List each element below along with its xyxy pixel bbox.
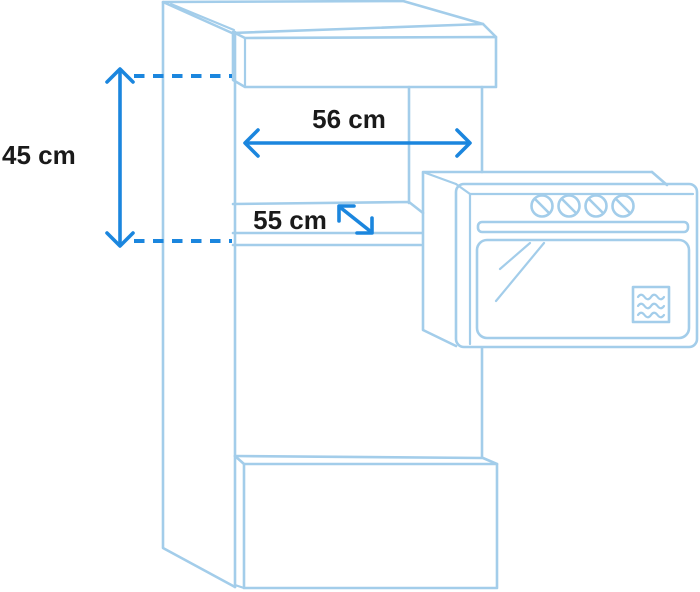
arrow-head-upleft-icon <box>337 204 356 223</box>
microwave-oven <box>421 170 699 349</box>
arrow-head-left-icon <box>243 128 260 158</box>
oven-frame-corner-bevel <box>454 182 472 196</box>
arrow-head-right-icon <box>455 128 472 158</box>
shelf-top-edge <box>231 200 425 215</box>
cabinet-outline <box>161 0 499 590</box>
oven-handle <box>476 220 690 234</box>
oven-knob-icon <box>557 194 581 218</box>
door-glass-reflection <box>498 241 532 271</box>
drawer-bottom-bevel <box>233 583 246 590</box>
height-dimension-label: 45 cm <box>2 140 76 170</box>
oven-door <box>475 238 691 340</box>
oven-knobs <box>530 194 635 218</box>
drawer-front-panel <box>242 462 499 590</box>
arrow-head-downright-icon <box>355 216 374 235</box>
door-glass-reflection <box>494 241 546 303</box>
cabinet-top-right-bevel <box>481 22 498 39</box>
arrow-head-up-icon <box>105 67 135 84</box>
oven-knob-icon <box>611 194 635 218</box>
cabinet-top-edge-inner <box>169 2 236 32</box>
oven-knob-icon <box>530 194 554 218</box>
dimension-annotations: 45 cm 56 cm 55 cm <box>2 67 472 248</box>
oven-body <box>421 170 654 348</box>
arrow-head-down-icon <box>105 231 135 248</box>
oven-front-frame <box>454 182 699 349</box>
height-dimension-arrow <box>105 67 135 248</box>
cabinet-side-panel <box>161 0 237 589</box>
depth-dimension-arrow <box>337 204 374 235</box>
depth-dimension-label: 55 cm <box>253 205 327 235</box>
oven-body-side-edge <box>421 170 458 186</box>
oven-knob-icon <box>584 194 608 218</box>
cabinet-top-surface <box>161 0 485 35</box>
drawer-left-bevel <box>233 454 246 466</box>
width-dimension-label: 56 cm <box>312 104 386 134</box>
arrow-shaft <box>339 206 372 233</box>
cabinet-top-panel <box>231 30 498 89</box>
width-dimension-arrow <box>243 128 472 158</box>
drawer-top-edge <box>233 454 499 466</box>
microwave-waves-icon <box>631 285 671 324</box>
